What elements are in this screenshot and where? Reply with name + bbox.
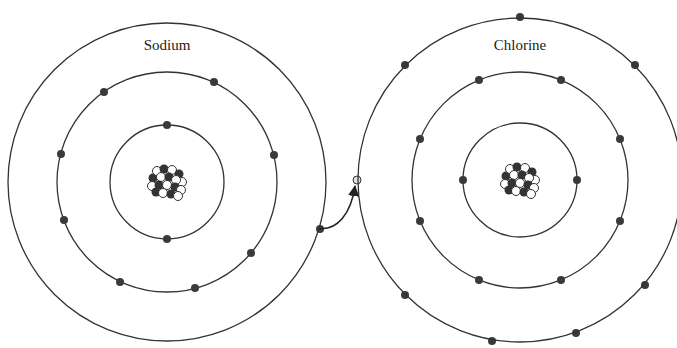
electron-shells (57, 72, 628, 292)
nucleus (148, 163, 540, 201)
atom-name: Chlorine (494, 37, 547, 54)
transferred-electron (353, 176, 361, 184)
electrons (57, 13, 649, 345)
outer-shell (357, 17, 677, 343)
atom-circle: Sodium (7, 22, 327, 342)
atom-name: Sodium (144, 37, 191, 54)
atom-circle: Chlorine (357, 17, 677, 343)
outer-shell (7, 22, 327, 342)
